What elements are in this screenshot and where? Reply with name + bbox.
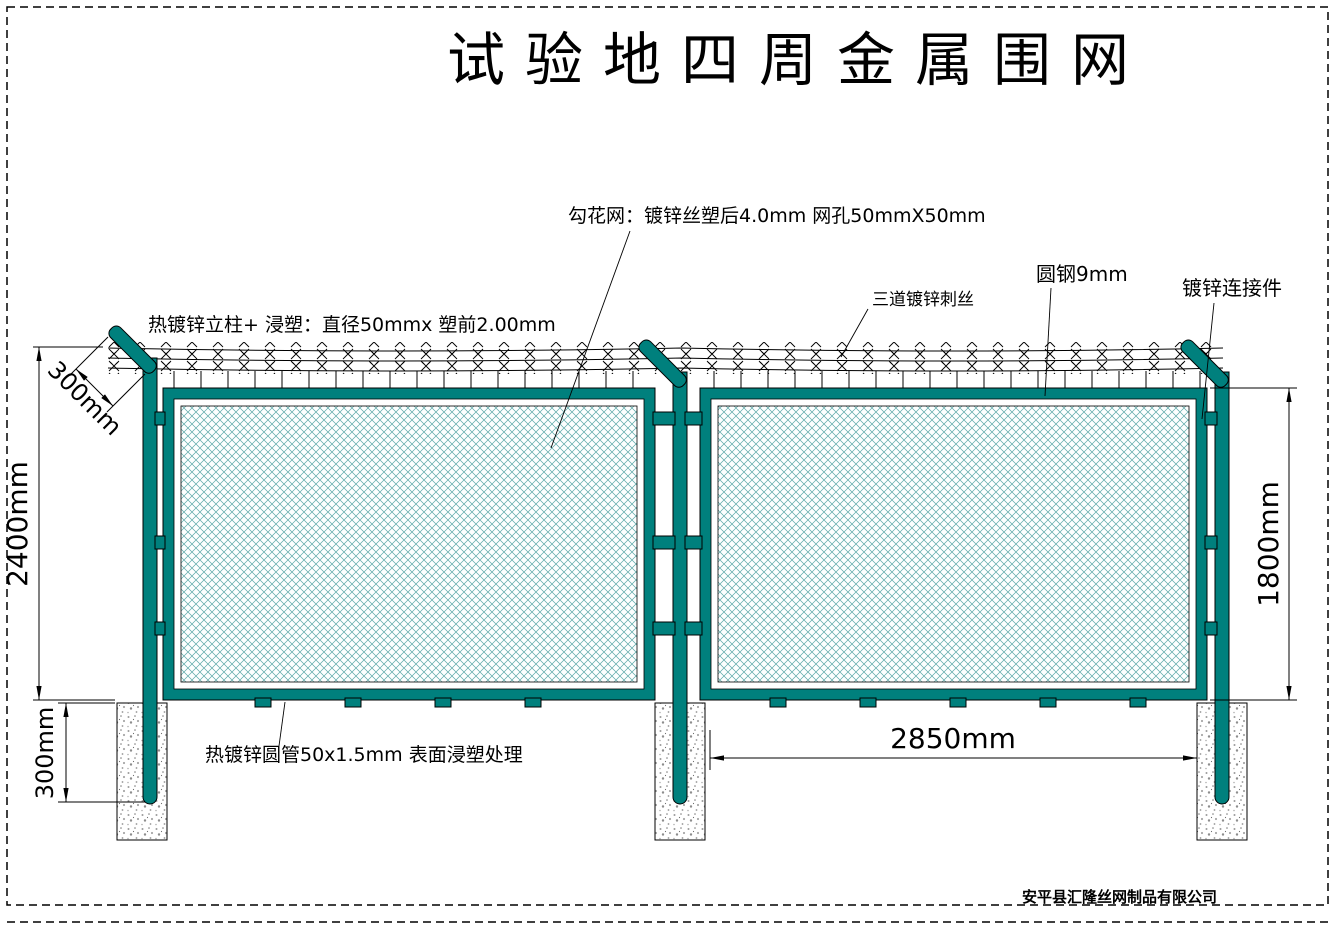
rail-clip bbox=[434, 697, 452, 708]
connector-tab bbox=[652, 535, 676, 550]
label-post: 热镀锌立柱+ 浸塑：直径50mmx 塑前2.00mm bbox=[148, 314, 556, 336]
post-arm bbox=[1180, 339, 1229, 388]
wire-clips-left bbox=[166, 371, 654, 388]
wire-clips-right bbox=[701, 371, 1206, 388]
connector-tab bbox=[154, 621, 166, 636]
connector-tab bbox=[154, 535, 166, 550]
rail-clip bbox=[949, 697, 967, 708]
dim-overall-height bbox=[33, 346, 115, 701]
rail-clip bbox=[524, 697, 542, 708]
bottom-rail-clips bbox=[254, 697, 1147, 708]
connector-tab bbox=[652, 621, 676, 636]
drawing-title: 试验地四周金属围网 bbox=[447, 26, 1149, 94]
panel-right bbox=[699, 387, 1208, 701]
dim-post-spacing bbox=[709, 730, 1198, 770]
panel-left bbox=[162, 387, 656, 701]
company-name: 安平县汇隆丝网制品有限公司 bbox=[1022, 888, 1217, 906]
dimension-lines bbox=[33, 336, 1297, 803]
barb-twists bbox=[108, 342, 1223, 354]
fence-post-left bbox=[108, 325, 158, 805]
connector-tab bbox=[652, 411, 676, 426]
dim-text-overall-height: 2400mm bbox=[1, 461, 34, 587]
dim-panel-height bbox=[1210, 387, 1297, 701]
dim-arm-length bbox=[69, 336, 146, 413]
dimension-line bbox=[75, 368, 114, 407]
footing-left bbox=[116, 702, 168, 841]
rail-clip bbox=[254, 697, 272, 708]
label-mesh: 勾花网：镀锌丝塑后4.0mm 网孔50mmX50mm bbox=[568, 205, 986, 227]
post-arm bbox=[108, 325, 157, 374]
extension-line bbox=[69, 336, 109, 376]
rail-clip bbox=[769, 697, 787, 708]
label-round-steel: 圆钢9mm bbox=[1036, 262, 1128, 286]
label-barbed-wire: 三道镀锌刺丝 bbox=[872, 290, 974, 310]
leader-line-tube bbox=[278, 701, 286, 747]
label-connector: 镀锌连接件 bbox=[1182, 276, 1282, 300]
leader-lines bbox=[278, 230, 1215, 747]
post-shaft bbox=[672, 371, 688, 805]
connector-tab bbox=[1204, 535, 1218, 550]
dim-buried-depth bbox=[58, 702, 145, 803]
fence-post-middle bbox=[638, 339, 688, 805]
rail-clip bbox=[344, 697, 362, 708]
leader-line-barbed-wire bbox=[840, 308, 869, 358]
rail-clip bbox=[859, 697, 877, 708]
panel-mesh bbox=[717, 405, 1190, 683]
leader-line-connector bbox=[1201, 302, 1215, 420]
connector-tabs bbox=[154, 411, 1218, 636]
connector-tab bbox=[684, 621, 703, 636]
dim-text-buried-depth: 300mm bbox=[31, 707, 59, 800]
rail-clip bbox=[1129, 697, 1147, 708]
leader-line-mesh bbox=[550, 230, 631, 449]
label-tube: 热镀锌圆管50x1.5mm 表面浸塑处理 bbox=[205, 744, 523, 766]
rail-clip bbox=[1039, 697, 1057, 708]
connector-tab bbox=[1204, 621, 1218, 636]
panel-mesh bbox=[180, 405, 638, 683]
connector-tab bbox=[154, 411, 166, 426]
post-shaft bbox=[1214, 371, 1230, 805]
post-arm bbox=[638, 339, 687, 388]
post-shaft bbox=[142, 357, 158, 805]
leader-line-round-steel bbox=[1044, 287, 1052, 397]
dim-text-post-spacing: 2850mm bbox=[890, 722, 1016, 755]
connector-tab bbox=[684, 411, 703, 426]
dim-text-panel-height: 1800mm bbox=[1252, 481, 1285, 607]
fence-post-right bbox=[1180, 339, 1230, 805]
connector-tab bbox=[684, 535, 703, 550]
page-border bbox=[6, 6, 1329, 906]
steelwork bbox=[108, 325, 1230, 805]
connector-tab bbox=[1204, 411, 1218, 426]
